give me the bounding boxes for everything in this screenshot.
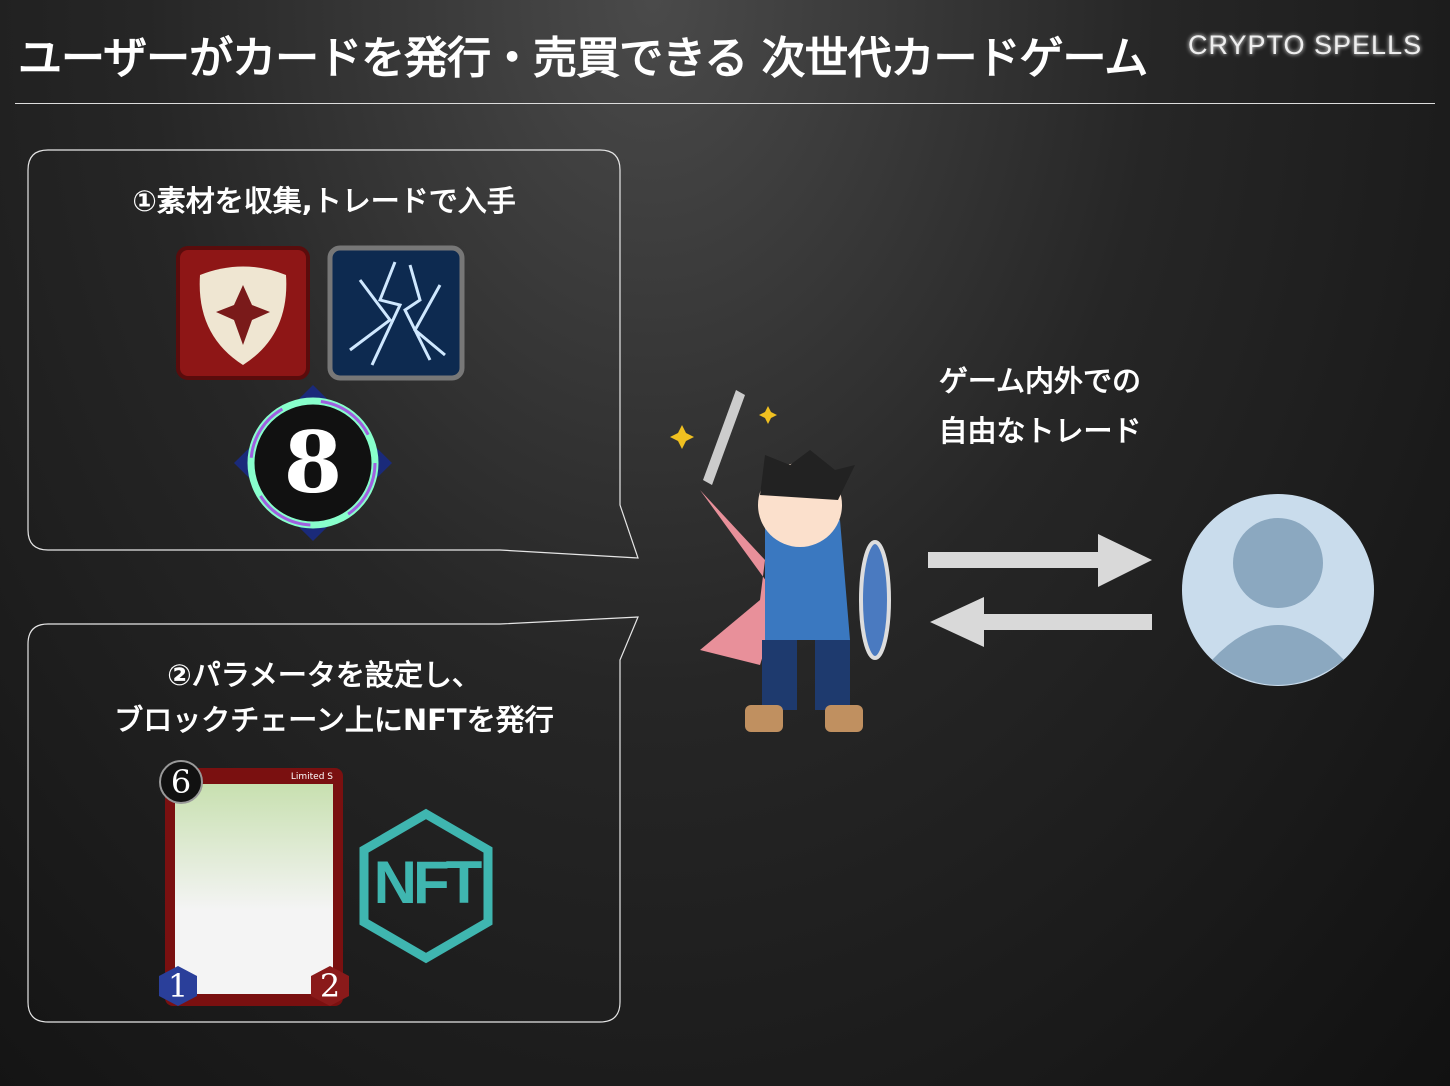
- slide-title: ユーザーがカードを発行・売買できる 次世代カードゲーム: [18, 33, 1148, 84]
- nft-hexagon-icon: [359, 808, 493, 964]
- user-avatar-icon: [1182, 494, 1374, 686]
- crypto-spells-logo: CRYPTO SPELLS: [1188, 30, 1423, 60]
- trade-text-line1: ゲーム内外での: [938, 364, 1142, 398]
- card-hp: 2: [311, 966, 349, 1006]
- card-portrait: [175, 784, 333, 994]
- hero-character-illustration: [670, 390, 891, 732]
- step1-heading: ①素材を収集,トレードで入手: [132, 184, 516, 218]
- card-cost: 6: [159, 760, 203, 804]
- speech-bubble-1: [27, 149, 639, 559]
- step2-heading-line2: ブロックチェーン上にNFTを発行: [114, 703, 554, 737]
- medallion-number: 8: [283, 413, 343, 512]
- arrow-right-icon: [928, 534, 1152, 587]
- arrow-left-icon: [930, 597, 1152, 647]
- trade-text-line2: 自由なトレード: [938, 414, 1142, 448]
- step2-heading-line1: ②パラメータを設定し、: [167, 658, 481, 692]
- card-attack: 1: [159, 966, 197, 1006]
- card-rarity: Limited S: [290, 772, 333, 782]
- nft-label: NFT: [373, 849, 483, 916]
- title-divider: [15, 103, 1435, 104]
- shield-material-icon: [176, 246, 310, 380]
- lightning-material-icon: [327, 245, 465, 381]
- cost-8-medallion-icon: [234, 385, 392, 541]
- spell-card: Limited S 6 1 2: [159, 760, 349, 1006]
- speech-bubble-2: [27, 616, 639, 1023]
